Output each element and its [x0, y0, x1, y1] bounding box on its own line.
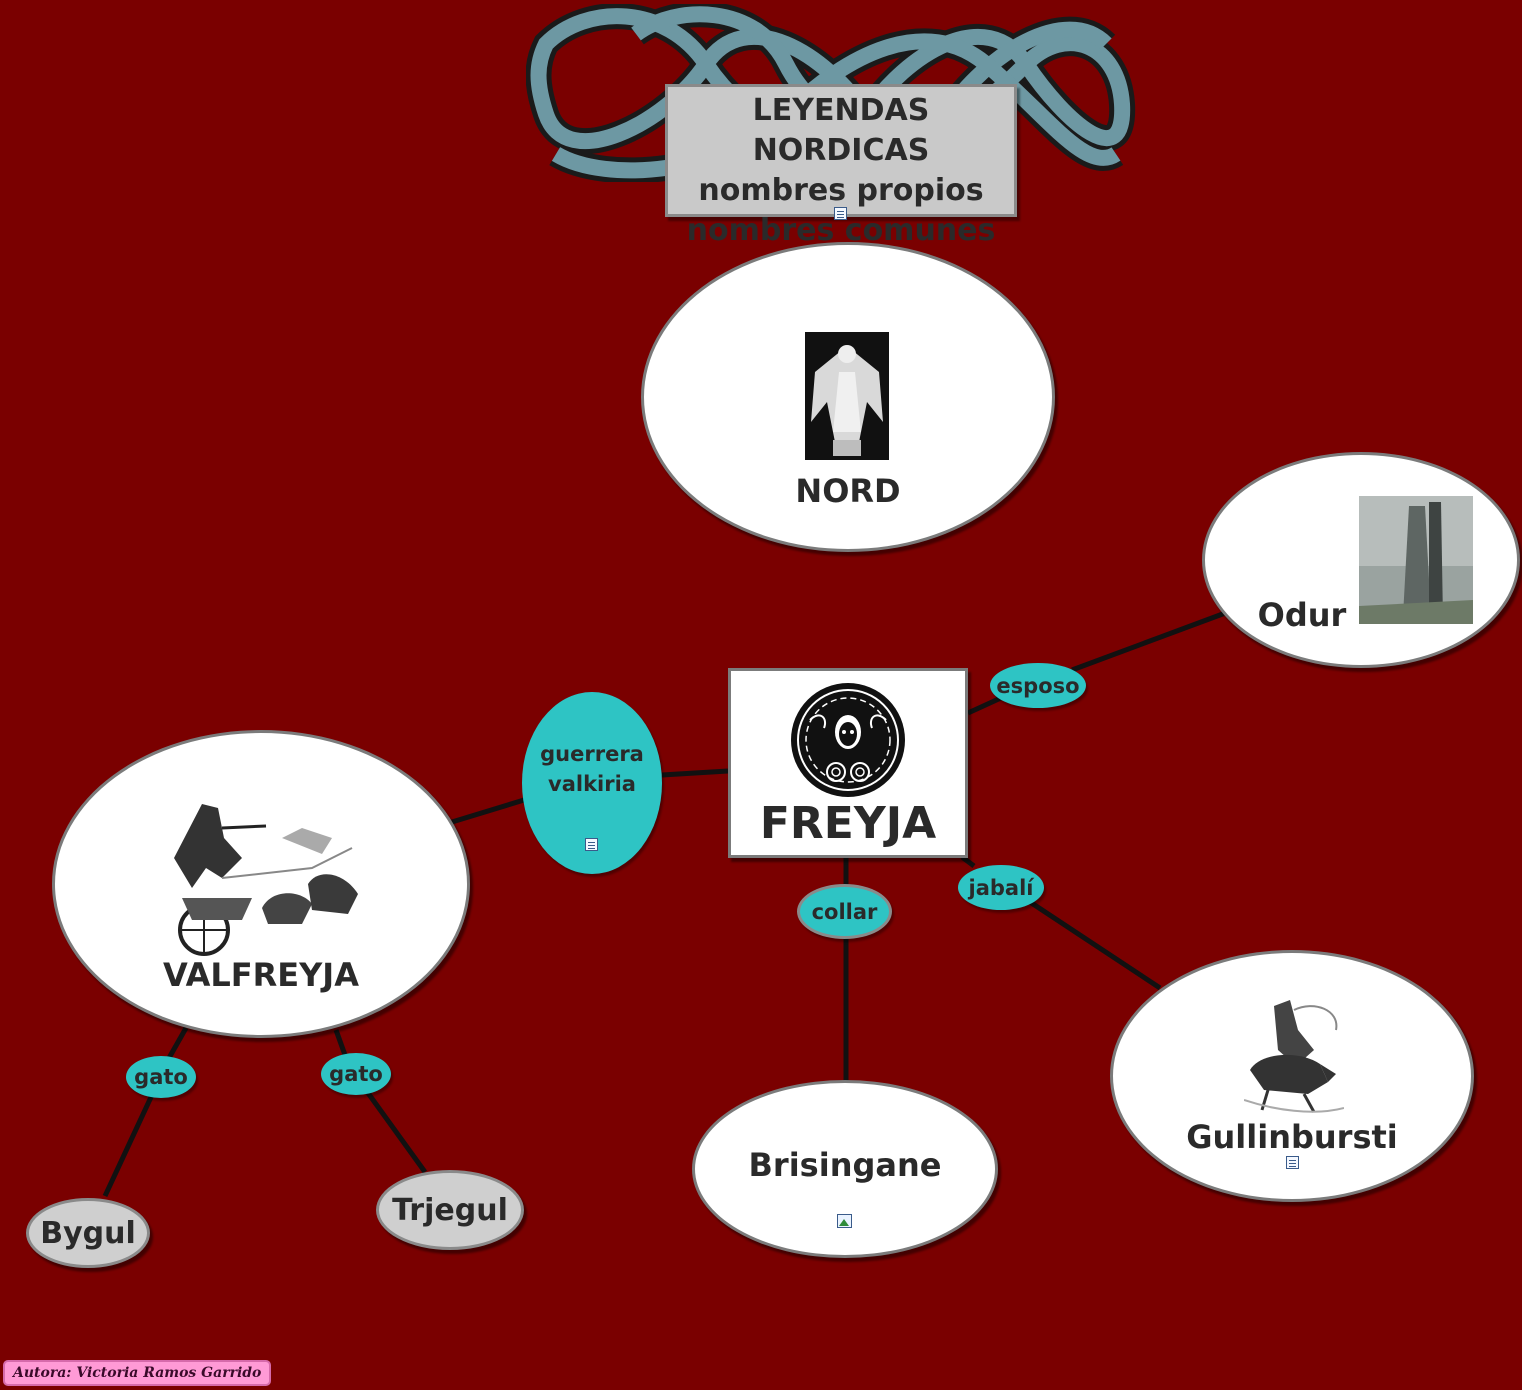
link-jabali[interactable]: jabalí [958, 865, 1044, 910]
author-badge: Autora: Victoria Ramos Garrido [3, 1360, 271, 1386]
concept-freyja-label: FREYJA [728, 798, 968, 849]
link-guerrera-line-2: valkiria [548, 769, 636, 799]
valfreyja-chariot-image [162, 798, 362, 960]
line-valfreyja-gato-left [169, 1028, 186, 1058]
odur-painting-image [1359, 496, 1473, 624]
concept-gullinbursti-label: Gullinbursti [1110, 1118, 1474, 1156]
document-icon[interactable] [585, 838, 598, 851]
link-guerrera-line-1: guerrera [540, 739, 644, 769]
concept-nord-label: NORD [641, 472, 1055, 510]
line-valfreyja-gato-right [336, 1030, 345, 1055]
title-line-1: LEYENDAS NORDICAS [668, 91, 1014, 171]
document-icon[interactable] [834, 207, 847, 220]
gullinbursti-boar-image [1244, 990, 1344, 1118]
concept-valfreyja-label: VALFREYJA [52, 956, 470, 994]
concept-brisingane-label: Brisingane [692, 1146, 998, 1184]
line-guerrera-valfreyja [452, 800, 524, 822]
nord-statue-image [805, 332, 889, 460]
link-esposo[interactable]: esposo [990, 663, 1086, 708]
link-gato-right[interactable]: gato [321, 1053, 391, 1095]
freyja-celtic-emblem-image [788, 680, 908, 800]
title-box[interactable]: LEYENDAS NORDICAS nombres propios nombre… [665, 84, 1017, 217]
line-esposo-odur [1072, 612, 1228, 670]
line-gato-left-bygul [105, 1095, 152, 1196]
image-icon[interactable] [837, 1214, 852, 1228]
line-freyja-esposo [968, 697, 1003, 713]
link-gato-left[interactable]: gato [126, 1056, 196, 1098]
concept-odur-label: Odur [1254, 596, 1350, 634]
concept-trjegul[interactable]: Trjegul [376, 1170, 524, 1250]
line-jabali-gullinbursti [1030, 902, 1160, 988]
line-gato-right-trjegul [368, 1093, 425, 1172]
line-freyja-jabali [962, 857, 974, 866]
line-freyja-guerrera [662, 771, 728, 775]
title-line-2: nombres propios [668, 171, 1014, 211]
concept-bygul[interactable]: Bygul [26, 1198, 150, 1268]
document-icon[interactable] [1286, 1156, 1299, 1169]
link-collar[interactable]: collar [797, 884, 892, 939]
